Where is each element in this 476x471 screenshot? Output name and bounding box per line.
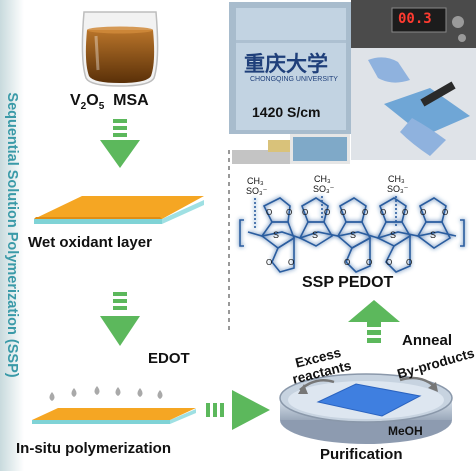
formula-v-sub: 2	[80, 101, 87, 113]
methyl-label: CH₃	[314, 174, 331, 184]
formula-acid: MSA	[113, 92, 149, 109]
methyl-label: CH₃	[247, 176, 264, 186]
dopant-label: SO₃⁻	[313, 184, 335, 194]
ring-oxygen: O	[288, 258, 295, 267]
ring-oxygen: O	[402, 208, 409, 217]
formula-vanadium: V	[70, 92, 81, 109]
university-logo-cn: 重庆大学	[244, 51, 328, 76]
ring-oxygen: O	[344, 258, 351, 267]
edot-label: EDOT	[148, 350, 190, 367]
petri-dish-icon	[279, 373, 453, 444]
formula-oxygen: O	[86, 92, 99, 109]
ring-sulfur: S	[312, 230, 319, 240]
ring-sulfur: S	[390, 230, 397, 240]
ring-oxygen: O	[442, 208, 449, 217]
beaker-icon	[81, 11, 159, 87]
meoh-label: MeOH	[388, 424, 423, 438]
down-arrow-icon	[100, 119, 140, 168]
university-logo-en: CHONGQING UNIVERSITY	[250, 76, 338, 83]
wet-oxidant-label: Wet oxidant layer	[28, 234, 152, 251]
droplet-icons	[49, 386, 163, 401]
in-situ-label: In-situ polymerization	[16, 440, 172, 457]
oxidant-formula: V2O5 MSA	[70, 92, 149, 112]
ring-sulfur: S	[350, 230, 357, 240]
ring-oxygen: O	[266, 208, 273, 217]
ssp-pedot-label: SSP PEDOT	[302, 274, 394, 291]
dopant-label: SO₃⁻	[387, 184, 409, 194]
ring-oxygen: O	[362, 208, 369, 217]
ring-sulfur: S	[430, 230, 437, 240]
conductivity-label: 1420 S/cm	[252, 104, 321, 120]
ring-sulfur: S	[273, 230, 280, 240]
film-sample-photo	[229, 2, 351, 164]
ring-oxygen: O	[366, 258, 373, 267]
ring-oxygen: O	[386, 258, 393, 267]
oxidant-layer-plate	[34, 196, 204, 224]
formula-o-sub: 5	[98, 101, 105, 113]
ring-oxygen: O	[286, 208, 293, 217]
side-title: Sequential Solution Polymerization (SSP)	[4, 92, 20, 378]
in-situ-plate	[32, 408, 196, 424]
measurement-photo	[351, 0, 476, 160]
anneal-label: Anneal	[402, 332, 453, 349]
up-arrow-icon	[348, 300, 400, 343]
ring-oxygen: O	[380, 208, 387, 217]
ring-oxygen: O	[302, 208, 309, 217]
down-arrow-icon	[100, 292, 140, 346]
ring-oxygen: O	[266, 258, 273, 267]
ring-oxygen: O	[340, 208, 347, 217]
pedot-molecule	[239, 196, 465, 273]
ring-oxygen: O	[406, 258, 413, 267]
ring-oxygen: O	[420, 208, 427, 217]
meter-readout: 00.3	[398, 11, 432, 27]
ring-oxygen: O	[324, 208, 331, 217]
right-arrow-icon	[206, 390, 270, 430]
purification-label: Purification	[320, 446, 403, 463]
methyl-label: CH₃	[388, 174, 405, 184]
side-band	[0, 0, 24, 471]
dopant-label: SO₃⁻	[246, 186, 268, 196]
